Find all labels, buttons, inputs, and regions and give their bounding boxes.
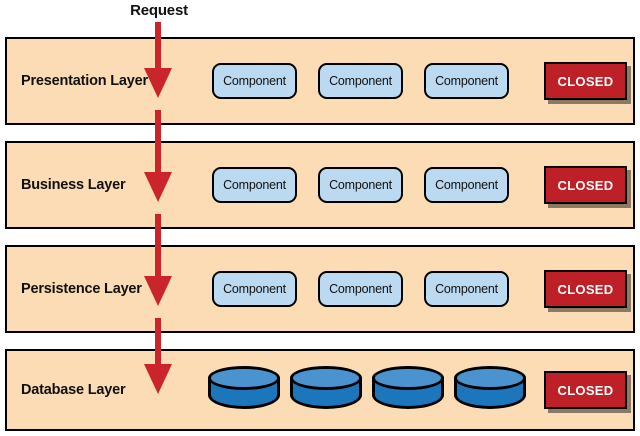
component-label: Component	[329, 178, 392, 192]
layer-presentation: Presentation Layer Component Component C…	[5, 37, 635, 125]
database-cylinder-icon[interactable]	[372, 366, 444, 414]
component-box[interactable]: Component	[212, 271, 297, 307]
request-label: Request	[130, 2, 188, 19]
status-badge-label: CLOSED	[557, 73, 614, 89]
component-box[interactable]: Component	[318, 271, 403, 307]
cylinder-top	[208, 366, 280, 390]
component-label: Component	[435, 74, 498, 88]
cylinder-top	[454, 366, 526, 390]
component-box[interactable]: Component	[424, 167, 509, 203]
layer-title-business: Business Layer	[21, 177, 126, 193]
component-label: Component	[435, 282, 498, 296]
component-label: Component	[435, 178, 498, 192]
database-cylinder-icon[interactable]	[290, 366, 362, 414]
cylinder-top	[372, 366, 444, 390]
layer-persistence: Persistence Layer Component Component Co…	[5, 245, 635, 333]
status-badge-label: CLOSED	[557, 281, 614, 297]
status-badge-label: CLOSED	[557, 177, 614, 193]
component-box[interactable]: Component	[212, 167, 297, 203]
component-label: Component	[223, 282, 286, 296]
component-box[interactable]: Component	[318, 63, 403, 99]
layer-title-persistence: Persistence Layer	[21, 281, 142, 297]
component-label: Component	[223, 74, 286, 88]
component-box[interactable]: Component	[424, 271, 509, 307]
layer-title-database: Database Layer	[21, 382, 126, 398]
component-label: Component	[223, 178, 286, 192]
cylinder-top	[290, 366, 362, 390]
component-box[interactable]: Component	[318, 167, 403, 203]
database-cylinder-icon[interactable]	[454, 366, 526, 414]
status-badge-closed: CLOSED	[544, 166, 627, 204]
status-badge-closed: CLOSED	[544, 270, 627, 308]
database-cylinder-icon[interactable]	[208, 366, 280, 414]
status-badge-label: CLOSED	[557, 382, 614, 398]
layer-database: Database Layer CLOSED	[5, 349, 635, 431]
status-badge-closed: CLOSED	[544, 62, 627, 100]
status-badge-closed: CLOSED	[544, 371, 627, 409]
component-label: Component	[329, 74, 392, 88]
component-box[interactable]: Component	[424, 63, 509, 99]
layer-title-presentation: Presentation Layer	[21, 73, 148, 89]
component-box[interactable]: Component	[212, 63, 297, 99]
component-label: Component	[329, 282, 392, 296]
layer-business: Business Layer Component Component Compo…	[5, 141, 635, 229]
